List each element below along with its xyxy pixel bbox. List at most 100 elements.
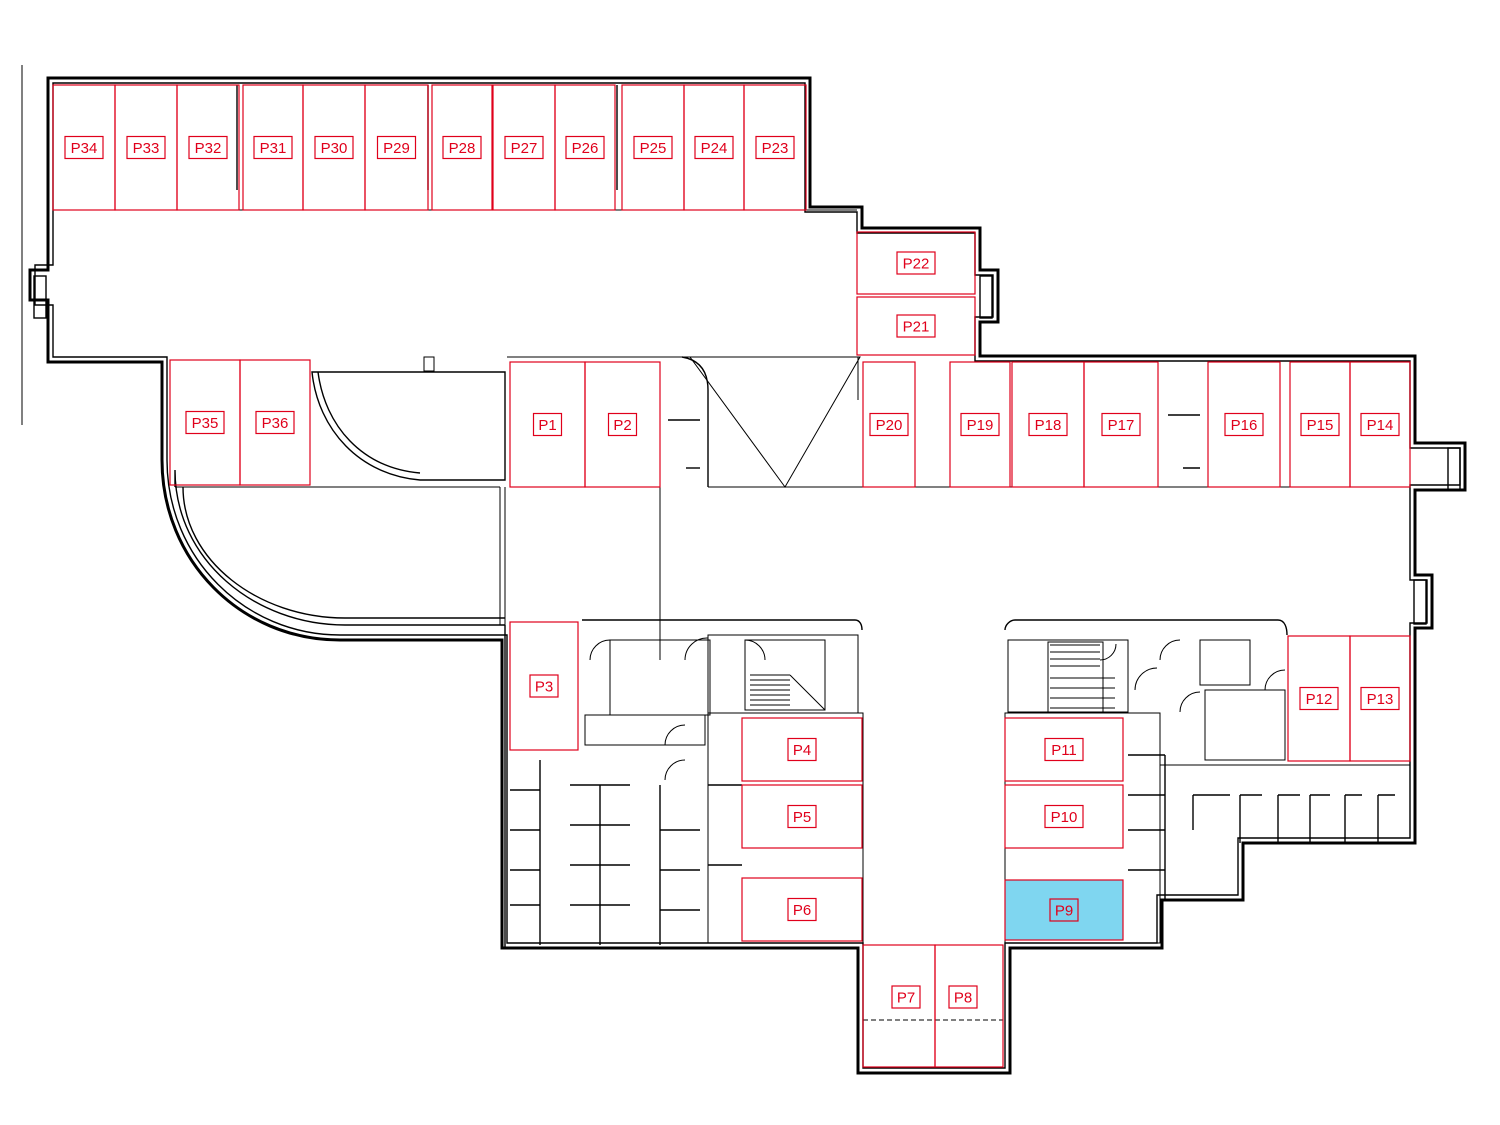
space-label-box [504,135,544,160]
space-label-box [255,410,295,435]
parking-space-p23[interactable]: P23 [743,84,807,211]
parking-space-p11[interactable]: P11 [1004,717,1124,782]
parking-space-p7[interactable]: P7 [862,944,936,1068]
space-label-box [1101,412,1141,437]
building-outline [28,76,1467,1075]
parking-space-area[interactable] [949,361,1011,488]
parking-space-area[interactable] [584,361,661,488]
parking-space-area[interactable] [743,84,807,211]
parking-space-area[interactable] [1004,717,1124,782]
space-label-box [188,135,228,160]
stairs-left [750,674,826,711]
parking-space-area[interactable] [364,84,429,211]
parking-space-p12[interactable]: P12 [1287,635,1351,762]
parking-space-p3[interactable]: P3 [509,621,579,751]
interior-walls [53,85,1410,1021]
parking-space-area[interactable] [431,84,493,211]
parking-space-p1[interactable]: P1 [509,361,586,488]
space-label-box [891,985,921,1009]
space-label-box [1299,686,1339,711]
space-label-box [896,314,936,338]
parking-space-p2[interactable]: P2 [584,361,661,488]
parking-space-p14[interactable]: P14 [1349,361,1411,488]
space-label-box [529,674,559,698]
space-label-box [253,135,293,160]
parking-space-p22[interactable]: P22 [856,231,976,295]
parking-space-area[interactable] [741,877,863,942]
parking-space-area[interactable] [1207,361,1281,488]
parking-space-area[interactable] [509,621,579,751]
parking-space-p21[interactable]: P21 [856,296,976,356]
space-label-box [633,135,673,160]
parking-space-p13[interactable]: P13 [1349,635,1411,762]
parking-space-area[interactable] [1349,635,1411,762]
space-label-box [532,412,563,437]
parking-space-area[interactable] [741,717,863,782]
parking-space-area[interactable] [862,361,916,488]
space-label-box [1360,686,1400,711]
space-label-box [64,135,104,160]
parking-space-p10[interactable]: P10 [1004,784,1124,849]
parking-space-p20[interactable]: P20 [862,361,916,488]
space-label-box [787,804,817,829]
parking-space-p26[interactable]: P26 [554,84,616,211]
space-label-box [787,737,817,762]
space-label-box [755,135,795,160]
space-label-box [607,412,638,437]
parking-space-p6[interactable]: P6 [741,877,863,942]
parking-space-area[interactable] [1004,784,1124,849]
parking-space-p31[interactable]: P31 [242,84,304,211]
parking-space-area[interactable] [1083,361,1159,488]
parking-space-p36[interactable]: P36 [239,359,311,486]
parking-space-area[interactable] [1349,361,1411,488]
parking-space-area[interactable] [554,84,616,211]
parking-space-p4[interactable]: P4 [741,717,863,782]
parking-space-area[interactable] [741,784,863,849]
parking-space-area[interactable] [856,231,976,295]
space-label-box [442,135,482,160]
space-label-box [565,135,605,160]
space-label-box [960,412,1000,437]
space-label-box [1224,412,1264,437]
space-label-box [787,897,817,922]
parking-space-p34[interactable]: P34 [52,84,116,211]
space-label-box [314,135,354,160]
parking-space-area[interactable] [856,296,976,356]
space-label-box [869,412,909,437]
parking-space-p24[interactable]: P24 [683,84,745,211]
parking-space-p16[interactable]: P16 [1207,361,1281,488]
parking-space-p15[interactable]: P15 [1289,361,1351,488]
space-label-box [1044,804,1084,829]
parking-space-p5[interactable]: P5 [741,784,863,849]
parking-space-p27[interactable]: P27 [492,84,556,211]
parking-space-p35[interactable]: P35 [169,359,241,486]
space-label-box [1049,898,1079,922]
space-label-box [1044,737,1084,762]
parking-space-p28[interactable]: P28 [431,84,493,211]
stairs-right [1050,644,1115,709]
parking-space-p33[interactable]: P33 [114,84,178,211]
parking-space-p25[interactable]: P25 [621,84,685,211]
parking-space-p30[interactable]: P30 [302,84,366,211]
parking-space-p8[interactable]: P8 [934,944,1004,1068]
parking-space-area[interactable] [239,359,311,486]
space-label-box [376,135,417,160]
parking-space-p18[interactable]: P18 [1011,361,1085,488]
parking-space-p17[interactable]: P17 [1083,361,1159,488]
parking-space-area[interactable] [934,944,1004,1068]
parking-space-p9[interactable]: P9 [1004,879,1124,941]
space-label-box [1028,412,1068,437]
parking-space-p32[interactable]: P32 [176,84,240,211]
space-label-box [185,410,225,435]
space-label-box [694,135,734,160]
parking-space-p19[interactable]: P19 [949,361,1011,488]
space-label-box [1300,412,1340,437]
space-label-box [1360,412,1400,437]
space-label-box [126,135,166,160]
parking-space-area[interactable] [176,84,240,211]
parking-space-p29[interactable]: P29 [364,84,429,211]
space-label-box [896,251,936,275]
space-label-box [948,985,978,1009]
